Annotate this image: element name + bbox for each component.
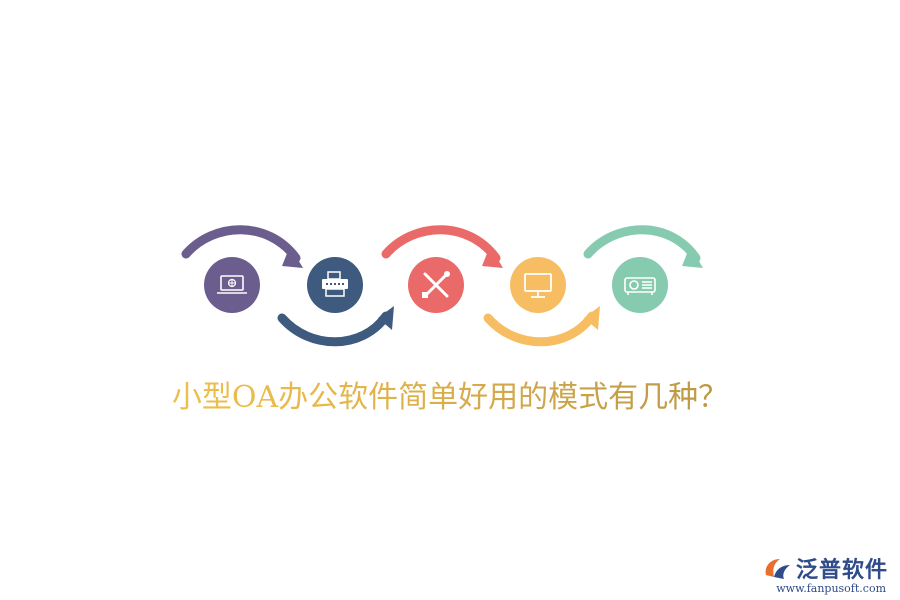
arrow-4 <box>483 311 597 347</box>
logo-mark-icon <box>765 559 790 579</box>
step-3 <box>408 257 464 313</box>
laptop-icon <box>217 275 247 294</box>
page-title: 小型OA办公软件简单好用的模式有几种？ <box>0 372 900 416</box>
step-4 <box>510 257 566 313</box>
monitor-icon <box>524 273 552 298</box>
step-2 <box>307 257 363 313</box>
arrow-2-head <box>378 306 394 330</box>
arrow-4-head <box>584 306 600 330</box>
logo-name: 泛普软件 <box>795 558 888 583</box>
arrow-5-head <box>682 246 703 268</box>
arrow-3-head <box>482 246 503 268</box>
arrow-3 <box>381 225 501 263</box>
projector-icon <box>624 277 656 295</box>
brand-logo: 泛普软件 <box>762 552 888 584</box>
tools-icon <box>422 271 450 298</box>
arrow-1 <box>181 225 301 263</box>
step-1 <box>204 257 260 313</box>
arrow-2 <box>277 311 391 347</box>
step-5 <box>612 257 668 313</box>
arrow-1-head <box>282 246 303 268</box>
arrow-5 <box>583 225 701 263</box>
flow-arrows <box>181 225 703 347</box>
printer-icon <box>322 271 348 297</box>
logo-url: www.fanpusoft.com <box>776 582 886 595</box>
